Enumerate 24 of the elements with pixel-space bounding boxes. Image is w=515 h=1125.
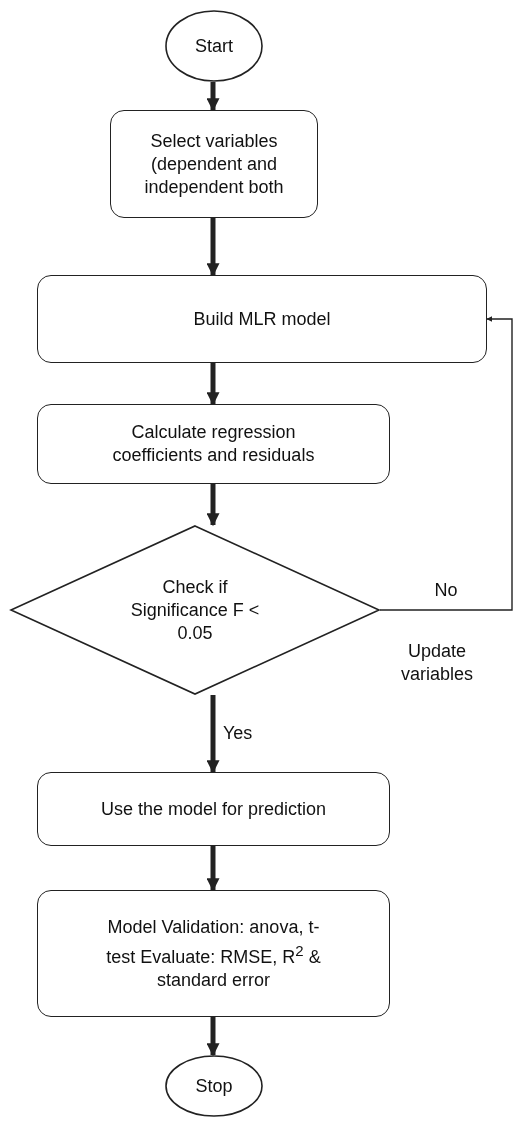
process-box <box>37 890 390 1017</box>
process-box <box>37 275 487 363</box>
process-box <box>110 110 318 218</box>
arrow <box>206 846 220 892</box>
node-text: Stop <box>194 1074 234 1098</box>
arrow <box>206 82 220 112</box>
arrow <box>206 218 220 277</box>
process-box <box>37 772 390 846</box>
arrow <box>206 484 220 527</box>
arrow <box>206 695 220 774</box>
terminal-ellipse <box>165 10 263 82</box>
arrow <box>379 316 513 611</box>
node-text: Check if Significance F < 0.05 <box>129 575 261 645</box>
node-text: Select variables (dependent and independent both <box>143 129 285 199</box>
node-text: Model Validation: anova, t-test Evaluate: RMSE, R$^{2}$ & standard error <box>105 915 322 992</box>
node-text: Start <box>194 34 234 58</box>
terminal-ellipse <box>165 1055 263 1117</box>
process-box <box>37 404 390 484</box>
node-text: Use the model for prediction <box>99 797 328 821</box>
arrow <box>206 363 220 406</box>
arrow <box>206 1017 220 1057</box>
node-text: Build MLR model <box>192 307 332 331</box>
decision-diamond <box>10 525 380 695</box>
node-text: Calculate regression coefficients and residuals <box>111 421 316 467</box>
